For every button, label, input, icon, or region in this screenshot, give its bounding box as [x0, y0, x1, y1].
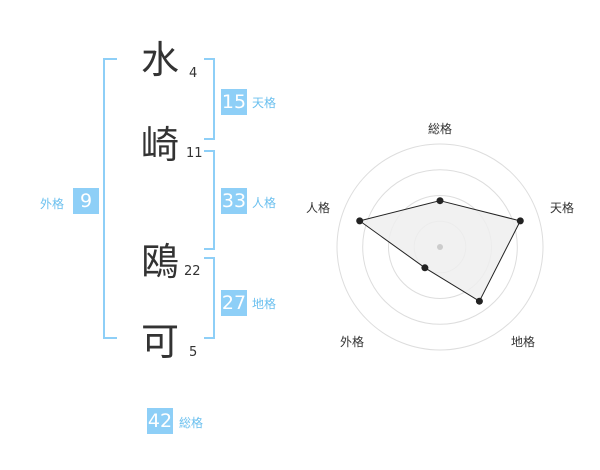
chikaku-bracket [204, 257, 215, 339]
jinkaku-bracket [204, 150, 215, 250]
stroke-count-1: 4 [189, 66, 198, 81]
radar-ring-2 [388, 195, 492, 299]
soukaku-score: 42 [147, 408, 173, 434]
stroke-count-4: 5 [189, 345, 198, 360]
tenkaku-score: 15 [221, 89, 247, 115]
radar-label-soukaku: 総格 [428, 122, 453, 136]
jinkaku-score: 33 [221, 188, 247, 214]
radar-ring-4 [336, 143, 544, 351]
radar-label-chikaku: 地格 [511, 335, 536, 349]
radar-rings [336, 143, 544, 351]
name-char-4: 可 [140, 320, 179, 364]
jinkaku-label: 人格 [252, 196, 277, 210]
radar-label-gaikaku: 外格 [340, 335, 365, 349]
radar-point-jinkaku [356, 217, 364, 225]
radar-label-tenkaku: 天格 [550, 201, 575, 215]
radar-ring-1 [413, 220, 467, 274]
radar-center-dot [437, 244, 443, 250]
stroke-count-2: 11 [186, 146, 203, 161]
radar-point-gaikaku [421, 264, 429, 272]
name-char-3: 鴎 [140, 240, 179, 284]
name-char-2: 崎 [140, 123, 179, 167]
tenkaku-label: 天格 [252, 96, 277, 110]
gaikaku-label: 外格 [40, 197, 65, 211]
chikaku-score: 27 [221, 290, 247, 316]
gaikaku-bracket [103, 58, 117, 339]
name-char-1: 水 [140, 38, 179, 82]
radar-point-tenkaku [516, 217, 524, 225]
radar-point-chikaku [475, 297, 483, 305]
radar-label-jinkaku: 人格 [306, 201, 331, 215]
stroke-count-3: 22 [184, 264, 201, 279]
radar-point-soukaku [436, 197, 444, 205]
radar-shape [358, 200, 522, 302]
soukaku-label: 総格 [179, 416, 204, 430]
tenkaku-bracket [204, 58, 215, 140]
radar-ring-3 [362, 169, 518, 325]
chikaku-label: 地格 [252, 297, 277, 311]
gaikaku-score: 9 [73, 188, 99, 214]
radar-points [356, 197, 524, 305]
